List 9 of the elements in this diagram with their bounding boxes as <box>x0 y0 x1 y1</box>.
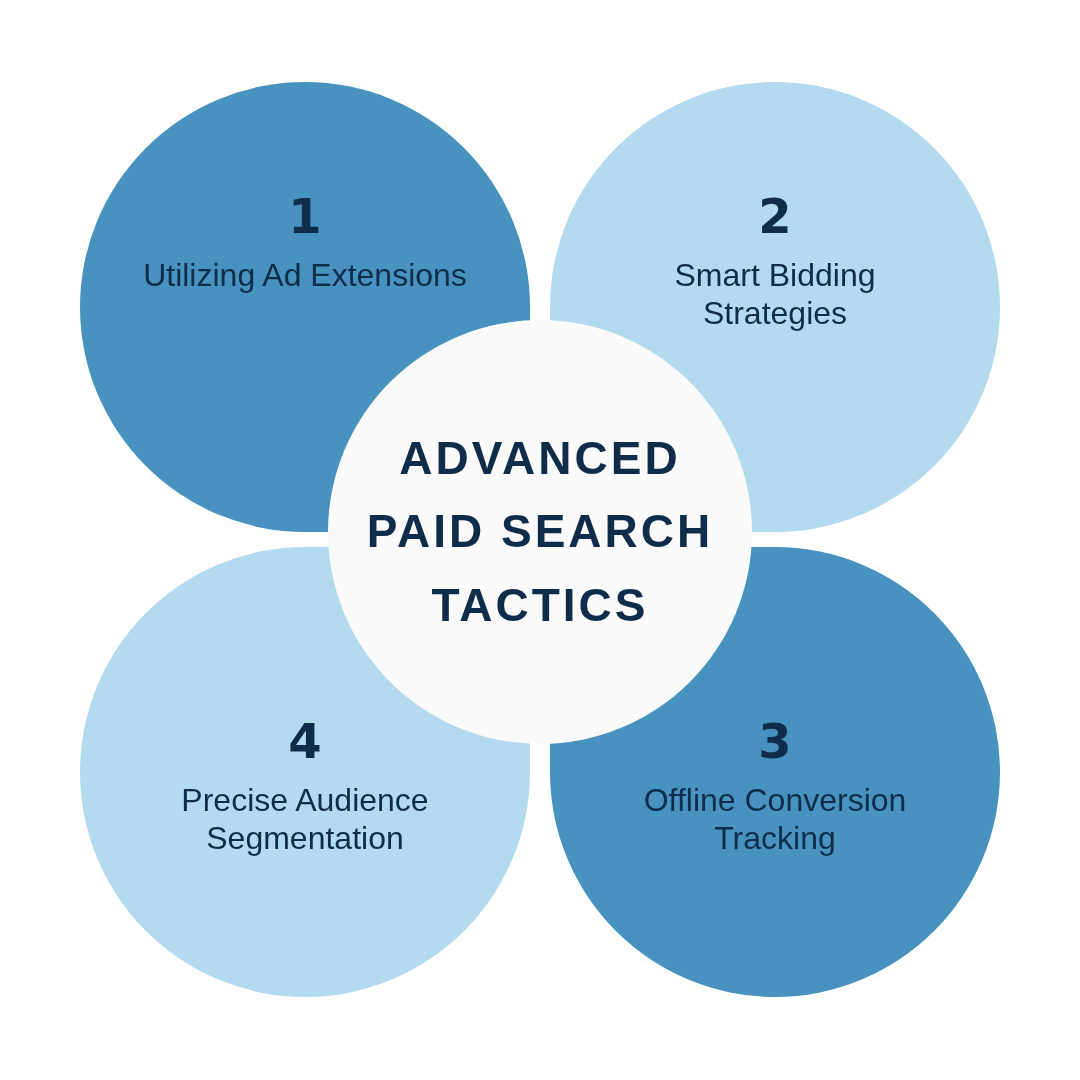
step-label: Smart Bidding Strategies <box>673 256 877 333</box>
step-number: 1 <box>288 190 322 243</box>
step-label: Precise Audience Segmentation <box>180 781 430 858</box>
step-label: Utilizing Ad Extensions <box>142 256 468 295</box>
step-number: 2 <box>758 190 792 243</box>
step-label: Offline Conversion Tracking <box>642 781 908 858</box>
step-number: 3 <box>758 715 792 768</box>
step-number: 4 <box>288 715 322 768</box>
center-heading: ADVANCED PAID SEARCH TACTICS <box>365 430 715 633</box>
